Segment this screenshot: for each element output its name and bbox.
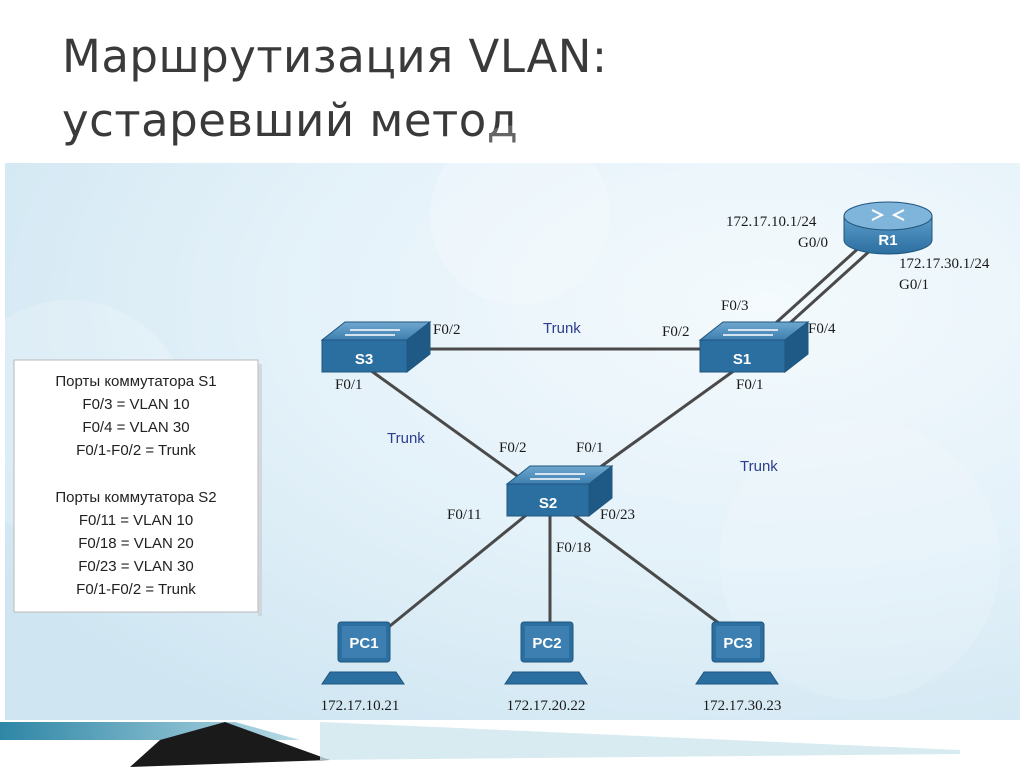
s3-port-f01: F0/1: [335, 377, 363, 393]
r1-g01-label: G0/1: [899, 277, 929, 293]
switch-label: S3: [355, 351, 373, 368]
switch-arrows-icon: [723, 329, 778, 336]
legend-box: [13, 359, 259, 613]
pc-label: PC2: [532, 635, 561, 652]
s2-port-f011: F0/11: [447, 507, 481, 523]
slide-title-line-2: устаревший метод: [62, 94, 519, 147]
port-legend: Порты коммутатора S1 F0/3 = VLAN 10 F0/4…: [13, 359, 262, 616]
s1-port-f01: F0/1: [736, 377, 764, 393]
pc2[interactable]: PC2: [504, 621, 588, 685]
link-s1-s2: [584, 368, 736, 480]
pc1-ip: 172.17.10.21: [321, 698, 400, 714]
s1-port-f04: F0/4: [808, 321, 836, 337]
switch-arrows-icon: [345, 329, 400, 336]
keyboard-icon: [504, 671, 588, 685]
footer-decoration: [0, 722, 1024, 767]
switch-label: S1: [733, 351, 751, 368]
pc3-ip: 172.17.30.23: [703, 698, 782, 714]
switch-label: S2: [539, 495, 557, 512]
s2-port-f01: F0/1: [576, 440, 604, 456]
legend-s2-line: F0/23 = VLAN 30: [78, 558, 194, 575]
background-bubble: [720, 420, 1000, 700]
s3-port-f02: F0/2: [433, 322, 461, 338]
s1-port-f02: F0/2: [662, 324, 690, 340]
switch-s2[interactable]: S2: [505, 464, 614, 518]
pc2-ip: 172.17.20.22: [507, 698, 586, 714]
link-s3-s2: [369, 368, 521, 480]
legend-s1-heading: Порты коммутатора S1: [55, 373, 216, 390]
trunk-label-s3-s1: Trunk: [543, 320, 581, 337]
link-s2-pc1: [384, 510, 531, 632]
background-bubble: [430, 125, 610, 305]
legend-s1-line: F0/3 = VLAN 10: [82, 396, 189, 413]
s2-port-f018: F0/18: [556, 540, 591, 556]
trunk-label-s3-s2: Trunk: [387, 430, 425, 447]
keyboard-icon: [695, 671, 779, 685]
router-label: R1: [878, 232, 897, 249]
pc3[interactable]: PC3: [695, 621, 779, 685]
switch-s1[interactable]: S1: [698, 320, 810, 374]
s2-port-f02: F0/2: [499, 440, 527, 456]
link-s1-r1-g01: [778, 245, 876, 334]
pc1[interactable]: PC1: [321, 621, 405, 685]
pc-label: PC1: [349, 635, 378, 652]
trunk-label-s1-s2: Trunk: [740, 458, 778, 475]
links: [369, 243, 876, 632]
legend-s2-line: F0/18 = VLAN 20: [78, 535, 194, 552]
legend-s1-line: F0/4 = VLAN 30: [82, 419, 189, 436]
router-arrows-icon: [871, 209, 905, 221]
legend-s1-line: F0/1-F0/2 = Trunk: [76, 442, 196, 459]
switch-s3[interactable]: S3: [320, 320, 432, 374]
s1-port-f03: F0/3: [721, 298, 749, 314]
router-r1[interactable]: R1: [843, 201, 933, 255]
pc-label: PC3: [723, 635, 752, 652]
switch-arrows-icon: [530, 473, 585, 480]
link-s2-pc3: [569, 510, 729, 632]
keyboard-icon: [321, 671, 405, 685]
r1-g00-label: G0/0: [798, 235, 828, 251]
r1-g01-ip-label: 172.17.30.1/24: [899, 256, 990, 272]
s2-port-f023: F0/23: [600, 507, 635, 523]
r1-g00-ip-label: 172.17.10.1/24: [726, 214, 817, 230]
legend-s2-line: F0/1-F0/2 = Trunk: [76, 581, 196, 598]
slide-title-line-1: Маршрутизация VLAN:: [62, 30, 608, 83]
legend-s2-line: F0/11 = VLAN 10: [79, 512, 193, 529]
legend-s2-heading: Порты коммутатора S2: [55, 489, 216, 506]
link-s1-r1-g00: [766, 243, 864, 332]
